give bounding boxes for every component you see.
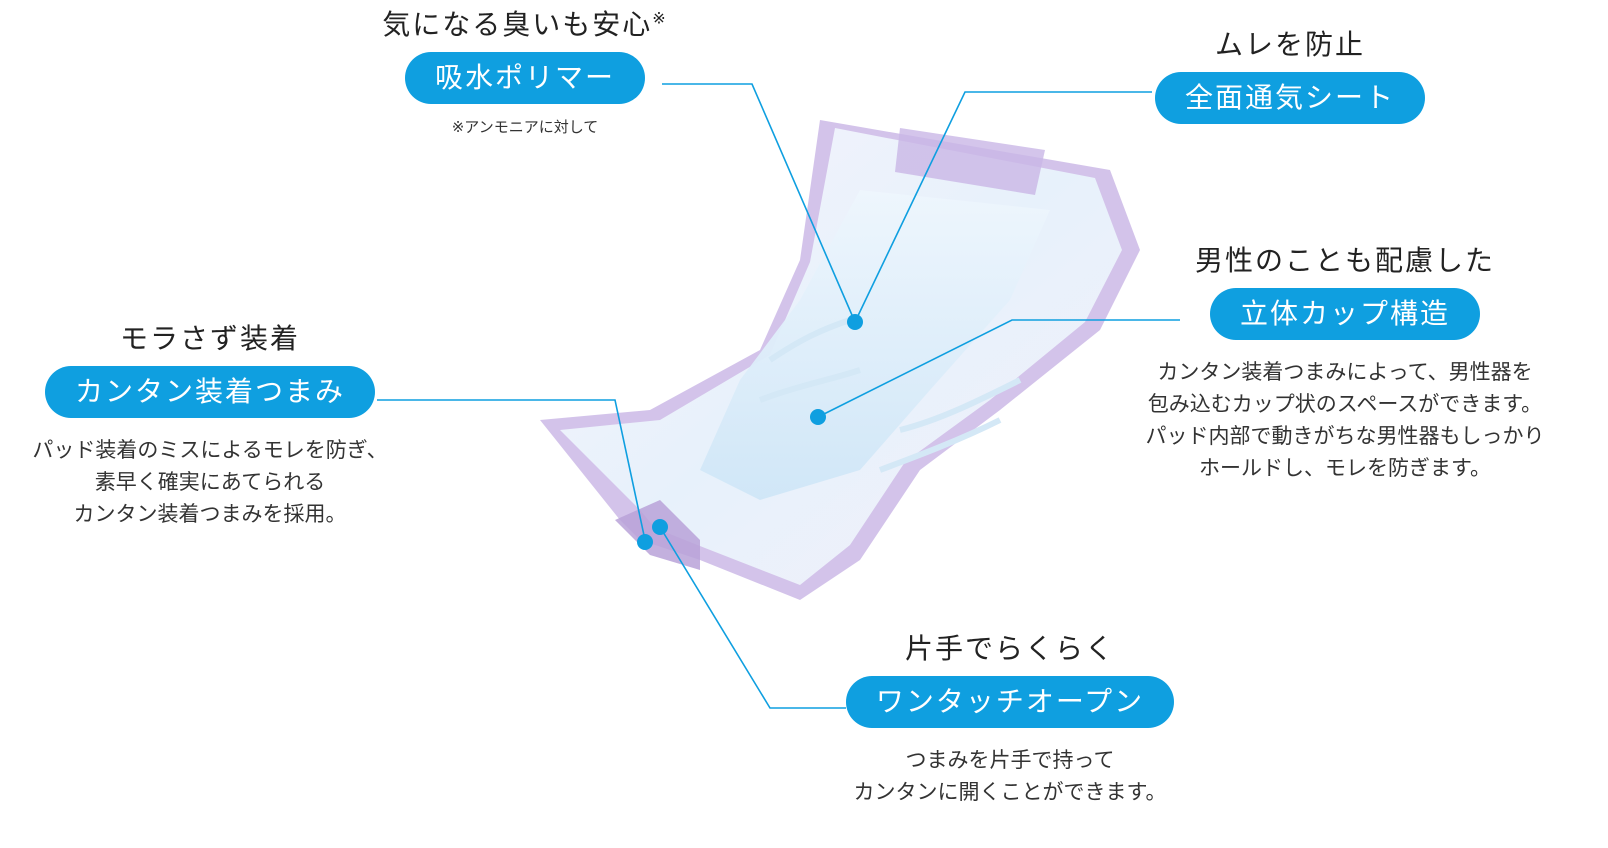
feature-open-heading: 片手でらくらく <box>904 632 1115 665</box>
pad-top-tab <box>895 128 1045 195</box>
leader-dot-open <box>652 519 668 535</box>
leader-dot-cup <box>810 409 826 425</box>
feature-polymer-label: 吸水ポリマー <box>404 51 645 104</box>
feature-cup-heading: 男性のことも配慮した <box>1194 244 1495 277</box>
leader-line-polymer <box>662 83 856 323</box>
feature-tab-desc: パッド装着のミスによるモレを防ぎ、 素早く確実にあてられる カンタン装着つまみを… <box>32 437 388 526</box>
feature-sheet: ムレを防止 全面通気シート <box>1150 28 1430 124</box>
leader-line-sheet <box>854 91 1152 323</box>
feature-open-label: ワンタッチオープン <box>845 675 1175 728</box>
pad-core <box>700 190 1050 500</box>
feature-cup-desc: カンタン装着つまみによって、男性器を 包み込むカップ状のスペースができます。 パ… <box>1145 359 1545 480</box>
leader-dot-tab <box>637 534 653 550</box>
feature-cup: 男性のことも配慮した 立体カップ構造 カンタン装着つまみによって、男性器を 包み… <box>1110 244 1580 484</box>
feature-tab-heading: モラさず装着 <box>119 322 300 355</box>
feature-open-desc: つまみを片手で持って カンタンに開くことができます。 <box>853 747 1167 804</box>
feature-open: 片手でらくらく ワンタッチオープン つまみを片手で持って カンタンに開くことがで… <box>830 632 1190 808</box>
leader-line-open <box>659 526 846 709</box>
feature-polymer-note: ※アンモニアに対して <box>451 117 599 136</box>
leader-line-cup <box>817 319 1180 418</box>
pad-front-tab <box>615 500 700 570</box>
feature-polymer: 気になる臭いも安心※ 吸水ポリマー ※アンモニアに対して <box>370 8 680 137</box>
feature-cup-label: 立体カップ構造 <box>1209 287 1480 340</box>
leader-line-tab <box>377 399 646 541</box>
feature-sheet-heading: ムレを防止 <box>1214 28 1365 61</box>
feature-tab: モラさず装着 カンタン装着つまみ パッド装着のミスによるモレを防ぎ、 素早く確実… <box>10 322 410 530</box>
feature-sheet-label: 全面通気シート <box>1154 71 1425 124</box>
feature-tab-label: カンタン装着つまみ <box>44 365 375 418</box>
feature-polymer-heading: 気になる臭いも安心※ <box>382 8 668 41</box>
